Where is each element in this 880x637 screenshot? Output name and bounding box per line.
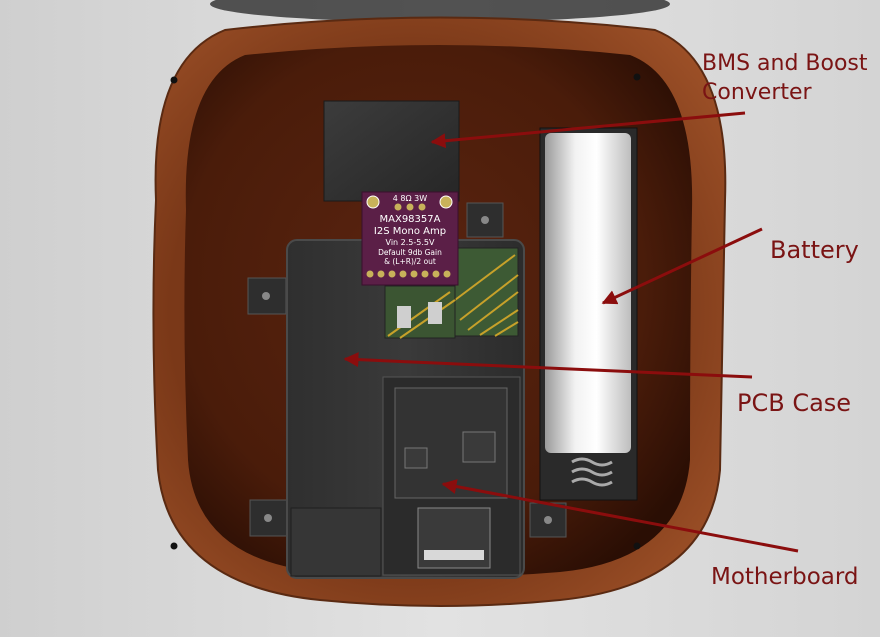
amp-line1: MAX98357A [380, 214, 441, 225]
chip [462, 431, 496, 463]
pcb-traces [454, 254, 519, 337]
callout-bms-line2: Converter [702, 80, 812, 105]
connector [397, 306, 411, 328]
amp-line2: I2S Mono Amp [374, 226, 446, 237]
bms-boost-converter [323, 100, 460, 202]
pcb-traces [387, 291, 456, 339]
amp-mount-hole [366, 195, 380, 209]
pcb-case-lower-block [290, 507, 382, 577]
screw-hole [633, 542, 641, 550]
chip [404, 447, 428, 469]
mount-tab-hole [264, 514, 272, 522]
callout-bms-line1: BMS and Boost [702, 51, 868, 76]
arrow-pcb-case [343, 352, 753, 379]
callout-motherboard: Motherboard [711, 564, 859, 590]
mount-tab-hole [481, 216, 489, 224]
callout-pcb-case: PCB Case [737, 389, 852, 417]
arrow-bms [430, 111, 746, 149]
battery-spring [571, 457, 613, 487]
amp-pin [394, 203, 402, 211]
connector [428, 302, 442, 324]
amp-mount-hole [439, 195, 453, 209]
mount-tab-hole [262, 292, 270, 300]
amp-line3: Vin 2.5-5.5V [386, 238, 435, 247]
amp-pin [418, 203, 426, 211]
callout-bms-boost-converter: BMS and Boost Converter [702, 49, 868, 107]
amp-top-pins: 4 8Ω 3W [393, 194, 427, 203]
amp-pin [406, 203, 414, 211]
mount-tab-hole [544, 516, 552, 524]
top-shadow [210, 0, 670, 22]
battery-cell [545, 133, 631, 453]
pcb-window [449, 247, 519, 337]
arrow-battery [601, 227, 763, 305]
amp-bottom-pins [366, 270, 451, 278]
amp-line5: & (L+R)/2 out [384, 257, 436, 266]
amp-line4: Default 9db Gain [378, 248, 442, 257]
arrow-motherboard [441, 479, 799, 553]
screw-hole [170, 542, 178, 550]
screw-hole [633, 73, 641, 81]
screw-hole [170, 76, 178, 84]
sd-slot-pins [424, 550, 484, 560]
callout-battery: Battery [770, 236, 859, 264]
